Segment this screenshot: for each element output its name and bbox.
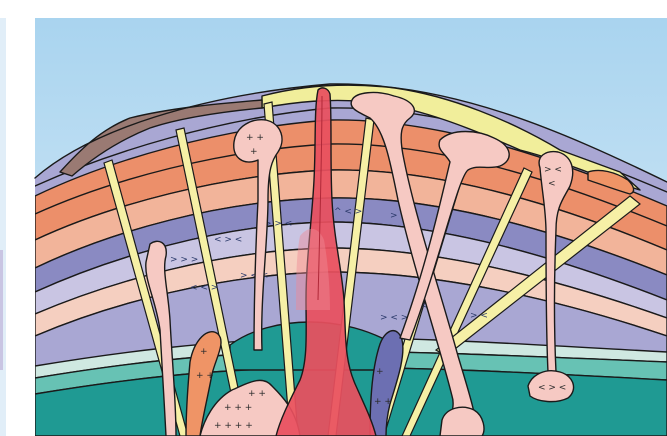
volcanic-mark: < > < bbox=[214, 235, 242, 245]
orange-stalk-mark: + + bbox=[196, 371, 214, 381]
right-stalk-mark: < bbox=[548, 179, 556, 189]
right-stalk-mark: < > < bbox=[538, 383, 566, 393]
volcanic-mark: > < > bbox=[380, 313, 408, 323]
intrusion-mark: + + bbox=[374, 397, 392, 407]
right-stalk-mark: > < bbox=[544, 165, 562, 175]
left-edge-strip bbox=[0, 18, 6, 436]
intrusion-mark: + bbox=[376, 367, 384, 377]
volcanic-mark: > < bbox=[470, 311, 488, 321]
volcanic-mark: ^ < > bbox=[334, 207, 362, 217]
granite-mark: + + + + bbox=[214, 421, 253, 431]
volcanic-mark: < < > bbox=[190, 283, 218, 293]
granite-mark: + + + bbox=[224, 403, 252, 413]
orange-stalk-mark: + bbox=[200, 347, 208, 357]
volcanic-mark: > > < bbox=[264, 219, 292, 229]
bulb-mark: + + bbox=[246, 133, 264, 143]
volcanic-mark: > > > bbox=[170, 255, 198, 265]
bulb-mark: + bbox=[250, 147, 258, 157]
granite-mark: + + bbox=[248, 389, 266, 399]
left-edge-strip-accent bbox=[0, 250, 3, 370]
